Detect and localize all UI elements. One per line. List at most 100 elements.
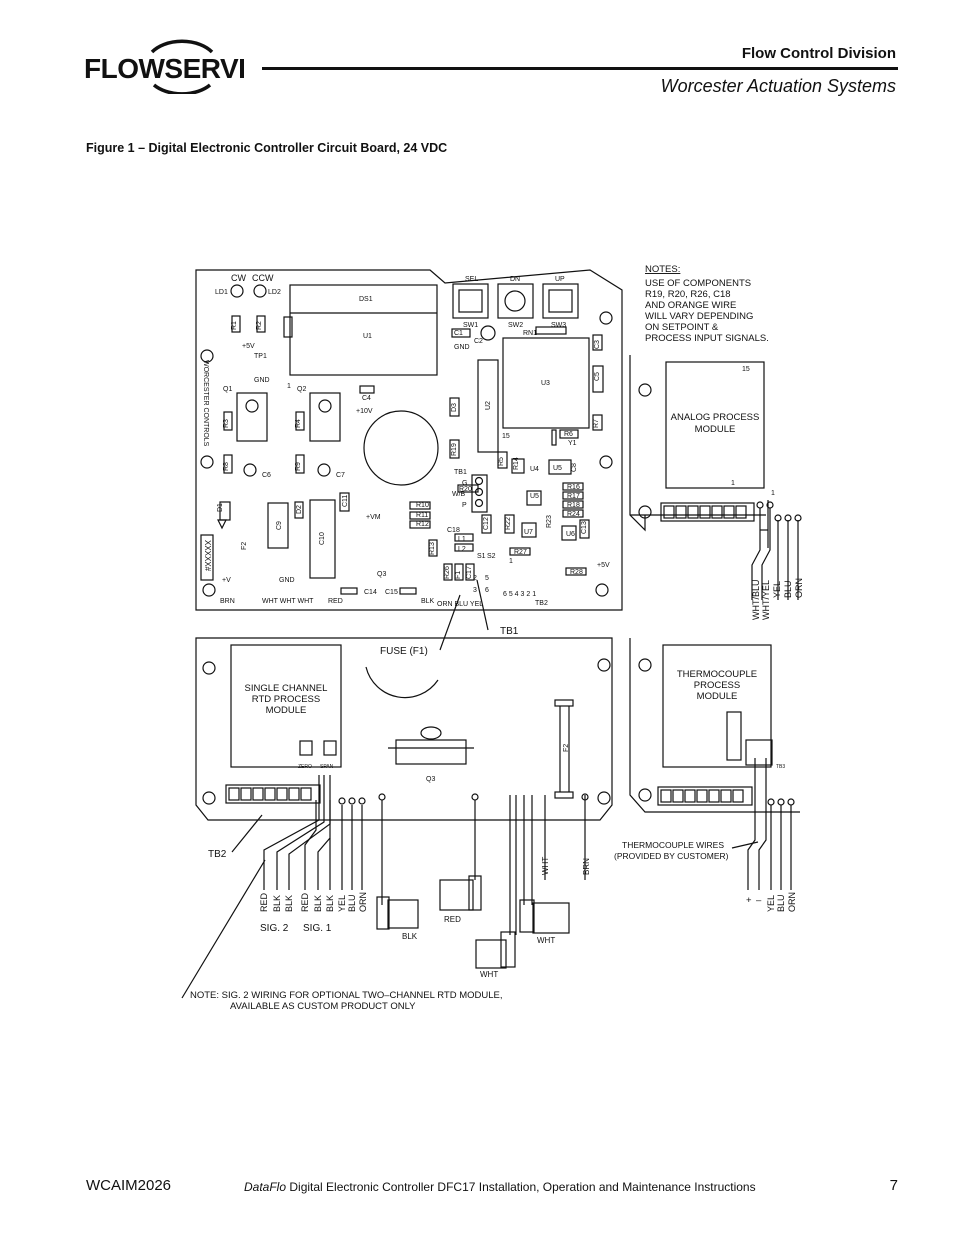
document-id: WCAIM2026	[86, 1177, 172, 1194]
svg-text:C4: C4	[362, 395, 371, 402]
switch-dn	[497, 283, 534, 319]
svg-text:SIG. 1: SIG. 1	[303, 923, 332, 934]
svg-text:ZERO: ZERO	[298, 764, 312, 770]
svg-text:R2: R2	[256, 321, 263, 330]
svg-text:BLU: BLU	[776, 894, 786, 912]
svg-text:–: –	[756, 895, 762, 906]
led-ccw-label: CCW	[252, 273, 274, 283]
svg-text:SIG. 2: SIG. 2	[260, 923, 289, 934]
svg-text:15: 15	[742, 366, 750, 373]
svg-text:BLK: BLK	[402, 932, 418, 941]
display-ds1	[289, 284, 438, 376]
svg-text:RN1: RN1	[523, 330, 537, 337]
svg-text:R24: R24	[567, 511, 580, 518]
transistor-q3	[395, 739, 467, 765]
fuse-f1-arc	[365, 666, 439, 699]
svg-text:GND: GND	[454, 344, 470, 351]
flowserve-logo: FLOWSERVE	[84, 38, 257, 99]
svg-text:+5V: +5V	[242, 343, 255, 350]
svg-text:BLK: BLK	[313, 895, 323, 912]
svg-text:SW1: SW1	[463, 322, 478, 329]
svg-text:C7: C7	[336, 472, 345, 479]
svg-text:AVAILABLE AS CUSTOM PRODUCT ON: AVAILABLE AS CUSTOM PRODUCT ONLY	[230, 1001, 416, 1012]
svg-text:YEL: YEL	[766, 895, 776, 912]
page-number: 7	[889, 1177, 898, 1194]
thermo-module-box	[662, 644, 772, 768]
rtd-module-title: SINGLE CHANNEL	[245, 683, 328, 694]
svg-text:ORN: ORN	[794, 578, 804, 598]
svg-text:TB2: TB2	[535, 600, 548, 607]
svg-text:R27: R27	[514, 549, 527, 556]
svg-text:R3: R3	[223, 419, 230, 428]
figure-caption: Figure 1 – Digital Electronic Controller…	[86, 141, 448, 155]
svg-text:(PROVIDED BY CUSTOMER): (PROVIDED BY CUSTOMER)	[614, 851, 729, 861]
ic-u3	[502, 337, 590, 429]
svg-text:R22: R22	[505, 517, 512, 530]
led-cw-label: CW	[231, 273, 246, 283]
svg-text:U6: U6	[566, 531, 575, 538]
svg-text:C10: C10	[319, 532, 326, 545]
svg-text:R16: R16	[567, 484, 580, 491]
svg-text:BLK: BLK	[421, 598, 435, 605]
svg-text:U3: U3	[541, 380, 550, 387]
svg-text:C6: C6	[262, 472, 271, 479]
ic-u2	[477, 359, 499, 453]
svg-text:15: 15	[502, 433, 510, 440]
svg-text:Q3: Q3	[377, 571, 386, 578]
svg-text:U7: U7	[524, 529, 533, 536]
svg-text:R19: R19	[451, 443, 458, 456]
svg-text:C13: C13	[581, 521, 588, 534]
svg-text:U5: U5	[553, 465, 562, 472]
svg-text:THERMOCOUPLE WIRES: THERMOCOUPLE WIRES	[622, 840, 724, 850]
svg-text:C18: C18	[447, 527, 460, 534]
svg-text:RED: RED	[328, 598, 343, 605]
svg-text:SEL: SEL	[465, 276, 478, 283]
svg-text:UP: UP	[555, 276, 565, 283]
svg-text:DS1: DS1	[359, 296, 373, 303]
svg-text:DN: DN	[510, 276, 520, 283]
svg-text:WHT: WHT	[541, 857, 550, 875]
svg-text:C12: C12	[483, 517, 490, 530]
svg-text:MODULE: MODULE	[266, 705, 307, 716]
svg-text:U1: U1	[363, 333, 372, 340]
svg-text:R6: R6	[564, 431, 573, 438]
svg-text:PROCESS INPUT SIGNALS.: PROCESS INPUT SIGNALS.	[645, 333, 769, 344]
svg-text:D2: D2	[296, 505, 303, 514]
svg-text:2: 2	[473, 575, 477, 582]
svg-text:WHT/YEL: WHT/YEL	[761, 580, 771, 620]
svg-text:WILL VARY DEPENDING: WILL VARY DEPENDING	[645, 311, 753, 322]
worcester-brand: WORCESTER CONTROLS	[202, 360, 209, 447]
svg-text:+: +	[746, 895, 752, 906]
rtd-module-box	[230, 644, 342, 768]
division-title: Flow Control Division	[741, 45, 896, 62]
svg-text:D1: D1	[217, 503, 224, 512]
svg-text:R23: R23	[546, 515, 553, 528]
svg-text:BLK: BLK	[325, 895, 335, 912]
svg-text:BLU: BLU	[347, 894, 357, 912]
footer-title: DataFlo Digital Electronic Controller DF…	[244, 1180, 756, 1194]
svg-text:BLU: BLU	[783, 580, 793, 598]
svg-text:YEL: YEL	[337, 895, 347, 912]
analog-module-box	[665, 361, 765, 489]
svg-text:PROCESS: PROCESS	[694, 680, 740, 691]
svg-text:R11: R11	[416, 512, 428, 519]
thermo-module-title: THERMOCOUPLE	[677, 669, 757, 680]
svg-text:P: P	[462, 502, 467, 509]
svg-text:LD2: LD2	[268, 289, 281, 296]
rtd-board-outline	[195, 637, 613, 821]
svg-text:WHT WHT WHT: WHT WHT WHT	[262, 598, 314, 605]
svg-text:SW2: SW2	[508, 322, 523, 329]
svg-text:R12: R12	[416, 521, 429, 528]
svg-text:C1: C1	[454, 330, 463, 337]
tb1-label: TB1	[500, 626, 519, 637]
svg-text:R26: R26	[444, 566, 451, 579]
svg-text:5: 5	[485, 575, 489, 582]
transistor-q1	[236, 392, 268, 442]
division-subtitle: Worcester Actuation Systems	[660, 76, 896, 96]
svg-text:+VM: +VM	[366, 514, 381, 521]
svg-text:RED: RED	[300, 892, 310, 912]
svg-text:S2: S2	[487, 553, 496, 560]
svg-text:C15: C15	[385, 589, 398, 596]
svg-text:3: 3	[473, 587, 477, 594]
